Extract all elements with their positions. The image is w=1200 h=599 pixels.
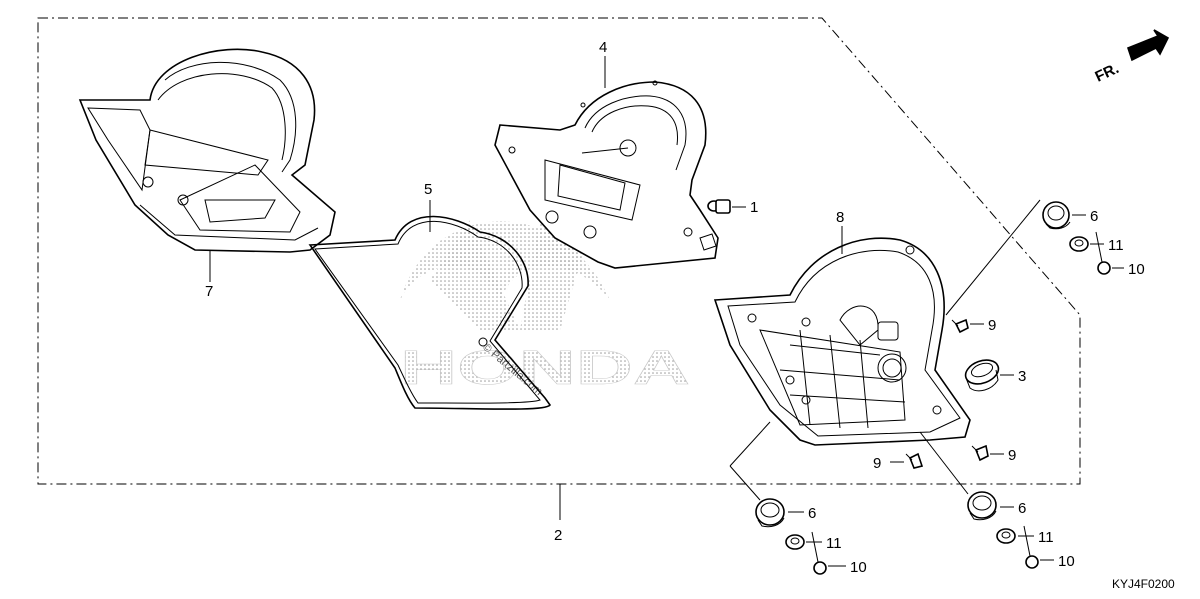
front-direction-indicator: FR. bbox=[1093, 29, 1170, 86]
screw-part-10-upper bbox=[1095, 231, 1111, 275]
callout-3: 3 bbox=[1018, 368, 1026, 385]
bulb-part-1 bbox=[707, 199, 731, 214]
rubber-mount-part-6-lower-right bbox=[967, 491, 997, 521]
callout-7: 7 bbox=[205, 283, 213, 300]
callout-9-b: 9 bbox=[1008, 447, 1016, 464]
collar-part-11-lower-left bbox=[785, 534, 805, 550]
callout-2: 2 bbox=[554, 527, 562, 544]
callout-10-lower-left: 10 bbox=[850, 559, 867, 576]
assembly-boundary bbox=[37, 17, 1081, 485]
callout-6-lower-left: 6 bbox=[808, 505, 816, 522]
callout-9-a: 9 bbox=[988, 317, 996, 334]
callout-11-upper: 11 bbox=[1108, 237, 1124, 254]
callout-4: 4 bbox=[599, 39, 607, 56]
meter-visor-part-7 bbox=[78, 48, 336, 253]
grommet-part-3 bbox=[964, 359, 1000, 392]
callout-11-lower-right: 11 bbox=[1038, 529, 1054, 546]
screw-part-10-lower-left bbox=[811, 531, 827, 575]
screw-part-9-c bbox=[905, 452, 924, 469]
diagram-code: KYJ4F0200 bbox=[1112, 577, 1175, 591]
meter-assembly-part-4 bbox=[494, 80, 719, 269]
callout-9-c: 9 bbox=[873, 455, 881, 472]
callout-6-upper: 6 bbox=[1090, 208, 1098, 225]
screw-part-9-b bbox=[971, 444, 989, 462]
honda-watermark: HONDA © Partzilla.com bbox=[400, 220, 690, 398]
screw-part-10-lower-right bbox=[1023, 525, 1039, 569]
screw-part-9-a bbox=[951, 318, 969, 334]
callout-11-lower-left: 11 bbox=[826, 535, 842, 552]
watermark-logo-text: HONDA bbox=[400, 342, 690, 395]
collar-part-11-lower-right bbox=[996, 528, 1016, 544]
callout-10-upper: 10 bbox=[1128, 261, 1145, 278]
callout-6-lower-right: 6 bbox=[1018, 500, 1026, 517]
callout-1: 1 bbox=[750, 199, 758, 216]
rubber-mount-part-6-lower-left bbox=[755, 498, 785, 528]
collar-part-11-upper bbox=[1069, 236, 1089, 252]
front-arrow-icon bbox=[1127, 29, 1170, 62]
gasket-part-5 bbox=[308, 215, 551, 410]
callout-8: 8 bbox=[836, 209, 844, 226]
callout-5: 5 bbox=[424, 181, 432, 198]
rubber-mount-part-6-upper bbox=[1042, 201, 1071, 230]
front-direction-label: FR. bbox=[1093, 60, 1122, 86]
meter-case-part-8 bbox=[713, 237, 971, 446]
callout-10-lower-right: 10 bbox=[1058, 553, 1075, 570]
